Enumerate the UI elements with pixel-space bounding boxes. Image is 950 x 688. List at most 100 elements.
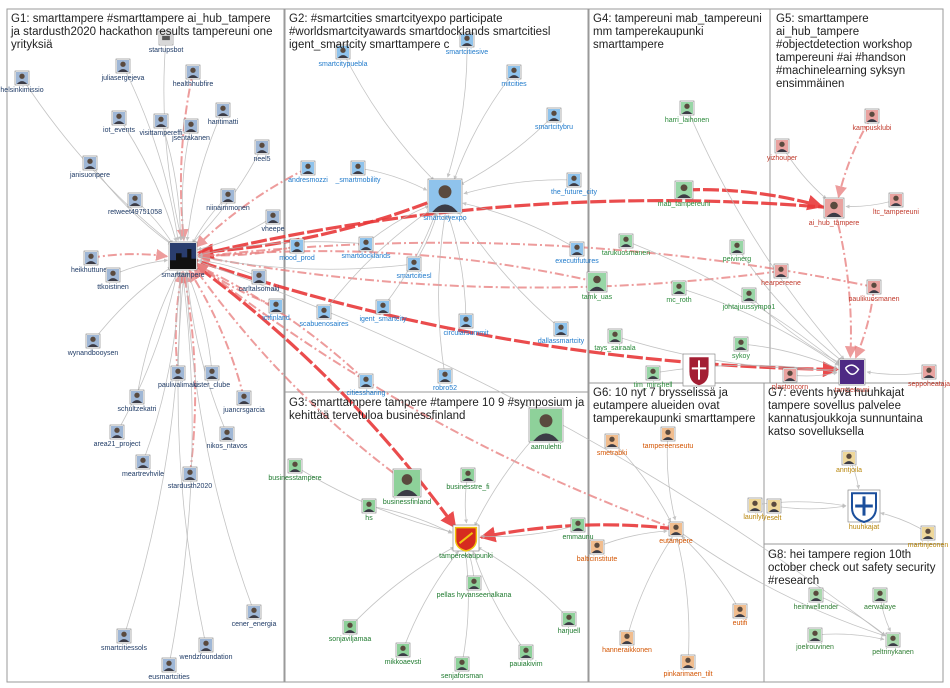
node-anntjoila[interactable]: anntjoila — [836, 450, 862, 474]
node-ltc_tampereuni[interactable]: ltc_tampereuni — [873, 192, 919, 216]
node-juliasergejeva[interactable]: juliasergejeva — [101, 58, 145, 82]
node-ttkoistinen[interactable]: ttkoistinen — [97, 267, 129, 291]
node-hearpereene[interactable]: hearpereene — [761, 263, 801, 287]
node-circularsummit[interactable]: circularsummit — [443, 313, 489, 337]
node-the_future_city[interactable]: the_future_city — [551, 172, 597, 196]
node-janisuonpere[interactable]: janisuonpere — [69, 155, 110, 179]
node-businesstre_fi[interactable]: businesstre_fi — [446, 467, 490, 491]
node-uster_clube[interactable]: uster_clube — [194, 365, 230, 389]
node-businessfinland[interactable]: businessfinland — [383, 468, 431, 506]
node-eutifi[interactable]: eutifi — [733, 603, 748, 627]
node-sonjaviljamaa[interactable]: sonjaviljamaa — [329, 619, 372, 643]
node-citiessharing[interactable]: citiessharing — [347, 373, 386, 397]
node-eusmartcities[interactable]: eusmartcities — [148, 657, 190, 681]
node-smartcityexpo[interactable]: smartcityexpo — [423, 178, 467, 222]
node-heiniwellender[interactable]: heiniwellender — [794, 587, 839, 611]
node-smetrabki[interactable]: smetrabki — [597, 433, 628, 457]
node-neel5[interactable]: neel5 — [253, 139, 271, 163]
node-harjuell[interactable]: harjuell — [558, 611, 581, 635]
node-igent_smartcity[interactable]: igent_smartcity — [359, 299, 407, 323]
node-martinjeonen[interactable]: martinjeonen — [908, 525, 949, 549]
node-emmaunu[interactable]: emmaunu — [562, 517, 594, 541]
node-huuhkajat[interactable]: huuhkajat — [847, 489, 881, 531]
node-plastoncorn[interactable]: plastoncorn — [772, 367, 808, 391]
node-hanneraikkonen[interactable]: hanneraikkonen — [602, 630, 652, 654]
node-balticinstitute[interactable]: balticinstitute — [577, 539, 618, 563]
node-vheepe[interactable]: vheepe — [262, 209, 285, 233]
node-laurilyly[interactable]: laurilyly — [743, 497, 767, 521]
node-carltalsomaki[interactable]: carltalsomaki — [239, 269, 280, 293]
node-kampusklubi[interactable]: kampusklubi — [853, 108, 892, 132]
node-smartcitiesl[interactable]: smartcitiesl — [396, 256, 432, 280]
node-mc_roth[interactable]: mc_roth — [666, 280, 692, 304]
node-cambridge[interactable] — [682, 353, 716, 387]
node-sykoy[interactable]: sykoy — [732, 336, 750, 360]
node-eutampere[interactable]: eutampere — [659, 521, 693, 545]
node-peivinerg[interactable]: peivinerg — [723, 239, 752, 263]
node-joelrouvinen[interactable]: joelrouvinen — [795, 627, 834, 651]
node-mood_prod[interactable]: mood_prod — [279, 238, 315, 262]
node-juancrsgarcia[interactable]: juancrsgarcia — [222, 390, 265, 414]
node-paulivalimaki[interactable]: paulivalimaki — [158, 365, 199, 389]
node-mikkoaevsti[interactable]: mikkoaevsti — [385, 642, 422, 666]
node-meartrevhvile[interactable]: meartrevhvile — [122, 454, 164, 478]
node-pauiakivim[interactable]: pauiakivim — [509, 644, 543, 668]
node-johtajuussympo1[interactable]: johtajuussympo1 — [722, 287, 776, 311]
node-tamperekaupunki[interactable]: tamperekaupunki — [439, 524, 493, 560]
avatar-icon — [361, 498, 377, 514]
node-area21_project[interactable]: area21_project — [94, 424, 141, 448]
node-robro52[interactable]: robro52 — [433, 368, 457, 392]
node-tampereuni[interactable]: tampereuni — [834, 358, 870, 394]
node-pinkarimaen_tilt[interactable]: pinkarimaen_tilt — [663, 654, 713, 678]
node-hantimatti[interactable]: hantimatti — [208, 102, 239, 126]
node-tamk_uas[interactable]: tamk_uas — [582, 271, 613, 301]
node-retweet49751058[interactable]: retweet49751058 — [108, 192, 162, 216]
node-helsinkimissio[interactable]: helsinkimissio — [0, 70, 44, 94]
node-dallassmartcity[interactable]: dallassmartcity — [538, 321, 585, 345]
node-mitcities[interactable]: mitcities — [501, 64, 527, 88]
node-nikos_ntavos[interactable]: nikos_ntavos — [207, 426, 248, 450]
node-_smartmobility[interactable]: _smartmobility — [334, 160, 381, 184]
node-aerwalaye[interactable]: aerwalaye — [864, 587, 896, 611]
node-smartcitypuebla[interactable]: smartcitypuebla — [318, 44, 368, 68]
node-aamulehti[interactable]: aamulehti — [528, 407, 564, 451]
node-startupsbot[interactable]: startupsbot — [149, 30, 184, 54]
node-tampereenseutu[interactable]: tampereenseutu — [643, 426, 694, 450]
node-healthhubfire[interactable]: healthhubfire — [173, 64, 214, 88]
node-ai_hub_tampere[interactable]: ai_hub_tampere — [809, 197, 860, 227]
node-senjaforsman[interactable]: senjaforsman — [441, 656, 483, 680]
node-smartcitiesive[interactable]: smartcitiesive — [446, 32, 489, 56]
node-tays_sairaala[interactable]: tays_sairaala — [594, 328, 636, 352]
node-mab_tampereuni[interactable]: mab_tampereuni — [658, 180, 711, 208]
node-yizhouper[interactable]: yizhouper — [767, 138, 798, 162]
node-cener_energia[interactable]: cener_energia — [232, 604, 277, 628]
node-tarukuosmanen[interactable]: tarukuosmanen — [602, 233, 650, 257]
node-seppoheataja[interactable]: seppoheataja — [908, 364, 950, 388]
node-smartcitiessols[interactable]: smartcitiessols — [101, 628, 147, 652]
node-smarttampere[interactable]: smarttampere — [161, 241, 205, 279]
node-peltrinykanen[interactable]: peltrinykanen — [872, 632, 914, 656]
node-paulikuosmanen[interactable]: paulikuosmanen — [849, 279, 900, 303]
node-jsentakanen[interactable]: jsentakanen — [171, 118, 210, 142]
node-scabuenosaires[interactable]: scabuenosaires — [299, 304, 349, 328]
node-wendzfoundation[interactable]: wendzfoundation — [179, 637, 233, 661]
node-wynandbooysen[interactable]: wynandbooysen — [67, 333, 119, 357]
node-pellas_hyvanseenalkana[interactable]: pellas hyvanseenalkana — [437, 575, 512, 599]
node-iot_events[interactable]: iot_events — [103, 110, 135, 134]
node-stardusth2020[interactable]: stardusth2020 — [168, 466, 212, 490]
node-ictfinland[interactable]: ictfinland — [262, 298, 290, 322]
node-tim_minshell[interactable]: tim_minshell — [634, 365, 673, 389]
node-executifutures[interactable]: executifutures — [555, 241, 599, 265]
node-smartcitybru[interactable]: smartcitybru — [535, 107, 573, 131]
node-schultzekatri[interactable]: schultzekatri — [118, 389, 157, 413]
node-heikhuttunen[interactable]: heikhuttunen — [71, 250, 111, 274]
node-hs[interactable]: hs — [361, 498, 377, 522]
node-eselt[interactable]: eselt — [767, 498, 782, 522]
node-niinaimmonen[interactable]: niinaimmonen — [206, 188, 250, 212]
node-visittampereffi[interactable]: visittampereffi — [139, 113, 183, 137]
node-harri_laihonen[interactable]: harri_laihonen — [665, 100, 709, 124]
node-andresmozzi[interactable]: andresmozzi — [288, 160, 328, 184]
edge-pauiakivim-to-tamperekaupunki — [472, 550, 527, 653]
node-businesstampere[interactable]: businesstampere — [268, 458, 322, 482]
node-smartdocklands[interactable]: smartdocklands — [341, 236, 391, 260]
